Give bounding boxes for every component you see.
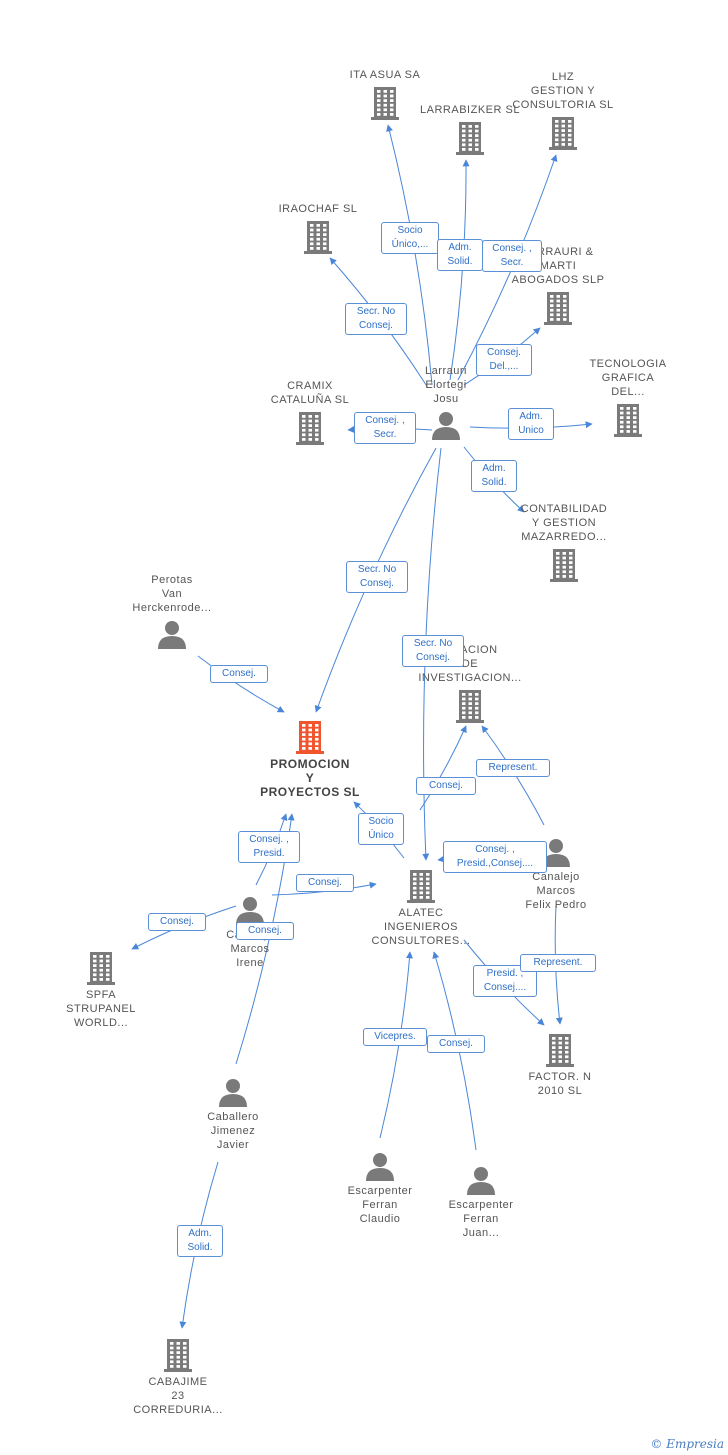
company-node-ita[interactable]: ITA ASUA SA	[320, 68, 450, 120]
node-label: LARRAURI & MARTI ABOGADOS SLP	[511, 246, 605, 286]
node-label: ALATEC INGENIEROS CONSULTORES...	[371, 907, 471, 947]
company-node-cramix[interactable]: CRAMIX CATALUÑA SL	[245, 379, 375, 445]
edge-role-label[interactable]: Consej.	[210, 665, 268, 683]
node-label: LHZ GESTION Y CONSULTORIA SL	[512, 71, 614, 111]
building-icon	[296, 412, 324, 445]
building-icon	[614, 404, 642, 437]
node-label: TECNOLOGIA GRAFICA DEL...	[589, 358, 667, 398]
edge-role-label[interactable]: Consej. , Presid.,Consej....	[443, 841, 547, 873]
edge-role-label[interactable]: Represent.	[476, 759, 550, 777]
person-icon	[542, 839, 570, 867]
person-node-caballero[interactable]: Caballero Jimenez Javier	[168, 1077, 298, 1152]
edge-role-label[interactable]: Socio Único,...	[381, 222, 439, 254]
node-label: Escarpenter Ferran Claudio	[347, 1185, 413, 1225]
building-icon	[296, 721, 324, 754]
edge-line	[419, 725, 467, 811]
person-icon	[467, 1167, 495, 1195]
node-label: Canalejo Marcos Felix Pedro	[525, 871, 587, 911]
company-node-alatec[interactable]: ALATEC INGENIEROS CONSULTORES...	[356, 869, 486, 948]
person-node-escarpenter-juan[interactable]: Escarpenter Ferran Juan...	[416, 1165, 546, 1240]
edge-line	[197, 655, 285, 713]
person-icon	[366, 1153, 394, 1181]
person-node-canalejo-felix[interactable]: Canalejo Marcos Felix Pedro	[491, 837, 621, 912]
person-node-perotas[interactable]: Perotas Van Herckenrode...	[107, 573, 237, 649]
building-icon	[550, 549, 578, 582]
node-label: ITA ASUA SA	[349, 69, 421, 81]
company-node-factor[interactable]: FACTOR. N 2010 SL	[495, 1033, 625, 1098]
node-label: CONTABILIDAD Y GESTION MAZARREDO...	[520, 503, 608, 543]
company-node-lhz[interactable]: LHZ GESTION Y CONSULTORIA SL	[498, 70, 628, 150]
brand-logo-text: Empresia	[666, 1437, 724, 1451]
edge-role-label[interactable]: Consej. , Presid.	[238, 831, 300, 863]
building-icon	[456, 122, 484, 155]
edge-role-label[interactable]: Consej.	[236, 922, 294, 940]
node-label: FACTOR. N 2010 SL	[528, 1071, 592, 1097]
company-node-larrauri-marti[interactable]: LARRAURI & MARTI ABOGADOS SLP	[493, 245, 623, 325]
edge-role-label[interactable]: Socio Único	[358, 813, 404, 845]
building-icon	[304, 221, 332, 254]
company-node-promocion[interactable]: PROMOCION Y PROYECTOS SL	[245, 720, 375, 799]
node-label: Caballero Jimenez Javier	[207, 1111, 259, 1151]
building-icon	[164, 1339, 192, 1372]
person-node-escarpenter-claudio[interactable]: Escarpenter Ferran Claudio	[315, 1151, 445, 1226]
copyright-symbol: ©	[650, 1437, 663, 1451]
building-icon	[87, 952, 115, 985]
company-node-cabajime[interactable]: CABAJIME 23 CORREDURIA...	[113, 1338, 243, 1417]
building-icon	[456, 690, 484, 723]
edge-role-label[interactable]: Consej. , Secr.	[482, 240, 542, 272]
company-node-tecnologia[interactable]: TECNOLOGIA GRAFICA DEL...	[563, 357, 693, 437]
building-icon	[544, 292, 572, 325]
node-label: SPFA STRUPANEL WORLD...	[66, 989, 136, 1029]
edge-role-label[interactable]: Secr. No Consej.	[402, 635, 464, 667]
edge-role-label[interactable]: Vicepres.	[363, 1028, 427, 1046]
building-icon	[371, 87, 399, 120]
node-label: Perotas Van Herckenrode...	[132, 574, 212, 614]
person-icon	[158, 621, 186, 649]
node-label: PROMOCION Y PROYECTOS SL	[260, 757, 360, 799]
person-icon	[219, 1079, 247, 1107]
edge-role-label[interactable]: Adm. Solid.	[177, 1225, 223, 1257]
edge-role-label[interactable]: Adm. Unico	[508, 408, 554, 440]
building-icon	[546, 1034, 574, 1067]
footer-brand: © Empresia	[650, 1437, 724, 1451]
edge-role-label[interactable]: Consej.	[296, 874, 354, 892]
edge-role-label[interactable]: Secr. No Consej.	[346, 561, 408, 593]
building-icon	[407, 870, 435, 903]
person-icon	[432, 412, 460, 440]
edge-line	[386, 124, 433, 386]
node-label: LARRABIZKER SL	[420, 104, 520, 116]
node-label: Larrauri Elortegi Josu	[425, 365, 467, 405]
edge-role-label[interactable]: Adm. Solid.	[437, 239, 483, 271]
node-label: CABAJIME 23 CORREDURIA...	[133, 1376, 223, 1416]
company-node-spfa[interactable]: SPFA STRUPANEL WORLD...	[36, 951, 166, 1030]
edge-role-label[interactable]: Secr. No Consej.	[345, 303, 407, 335]
company-node-iraochaf[interactable]: IRAOCHAF SL	[253, 202, 383, 254]
company-node-larrabizker[interactable]: LARRABIZKER SL	[405, 103, 535, 155]
node-label: Escarpenter Ferran Juan...	[448, 1199, 514, 1239]
node-label: IRAOCHAF SL	[278, 203, 358, 215]
building-icon	[549, 117, 577, 150]
edge-role-label[interactable]: Consej.	[148, 913, 206, 931]
edge-role-label[interactable]: Consej.	[427, 1035, 485, 1053]
company-node-contabilidad[interactable]: CONTABILIDAD Y GESTION MAZARREDO...	[499, 502, 629, 582]
edge-role-label[interactable]: Consej.	[416, 777, 476, 795]
node-label: CRAMIX CATALUÑA SL	[270, 380, 350, 406]
edge-role-label[interactable]: Consej. , Secr.	[354, 412, 416, 444]
person-node-larrauri-person[interactable]: Larrauri Elortegi Josu	[381, 364, 511, 440]
person-icon	[236, 897, 264, 925]
edge-role-label[interactable]: Adm. Solid.	[471, 460, 517, 492]
edge-role-label[interactable]: Consej. Del.,...	[476, 344, 532, 376]
edge-role-label[interactable]: Represent.	[520, 954, 596, 972]
